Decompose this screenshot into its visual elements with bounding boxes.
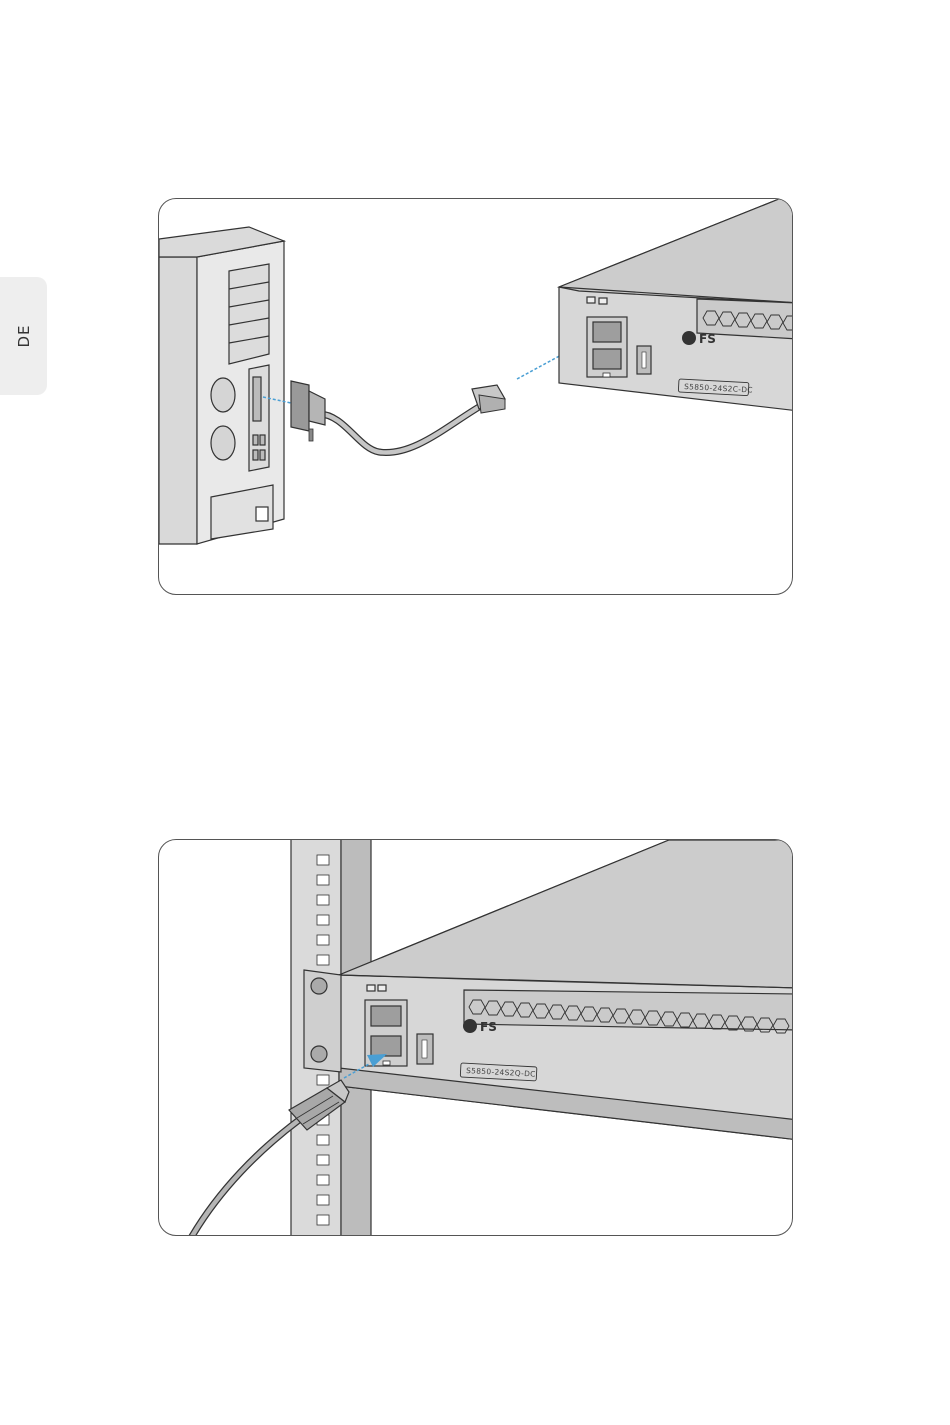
fs-logo: FS <box>463 1019 497 1034</box>
language-tab[interactable]: DE <box>0 277 47 395</box>
switch-device <box>304 840 792 1140</box>
switch-device <box>559 199 792 411</box>
language-tab-label: DE <box>15 324 33 347</box>
brand-text: FS <box>480 1020 497 1034</box>
figure-rack-cable-connection: FS S5850-24S2Q-DC <box>158 839 793 1236</box>
fs-logo: FS <box>682 331 716 346</box>
rack-connection-illustration: FS S5850-24S2Q-DC <box>159 840 792 1235</box>
pc-tower <box>159 227 284 544</box>
console-connection-illustration: FS S5850-24S2C-DC <box>159 199 792 594</box>
figure-console-connection: FS S5850-24S2C-DC <box>158 198 793 595</box>
console-cable <box>291 381 505 453</box>
brand-text: FS <box>699 332 716 346</box>
